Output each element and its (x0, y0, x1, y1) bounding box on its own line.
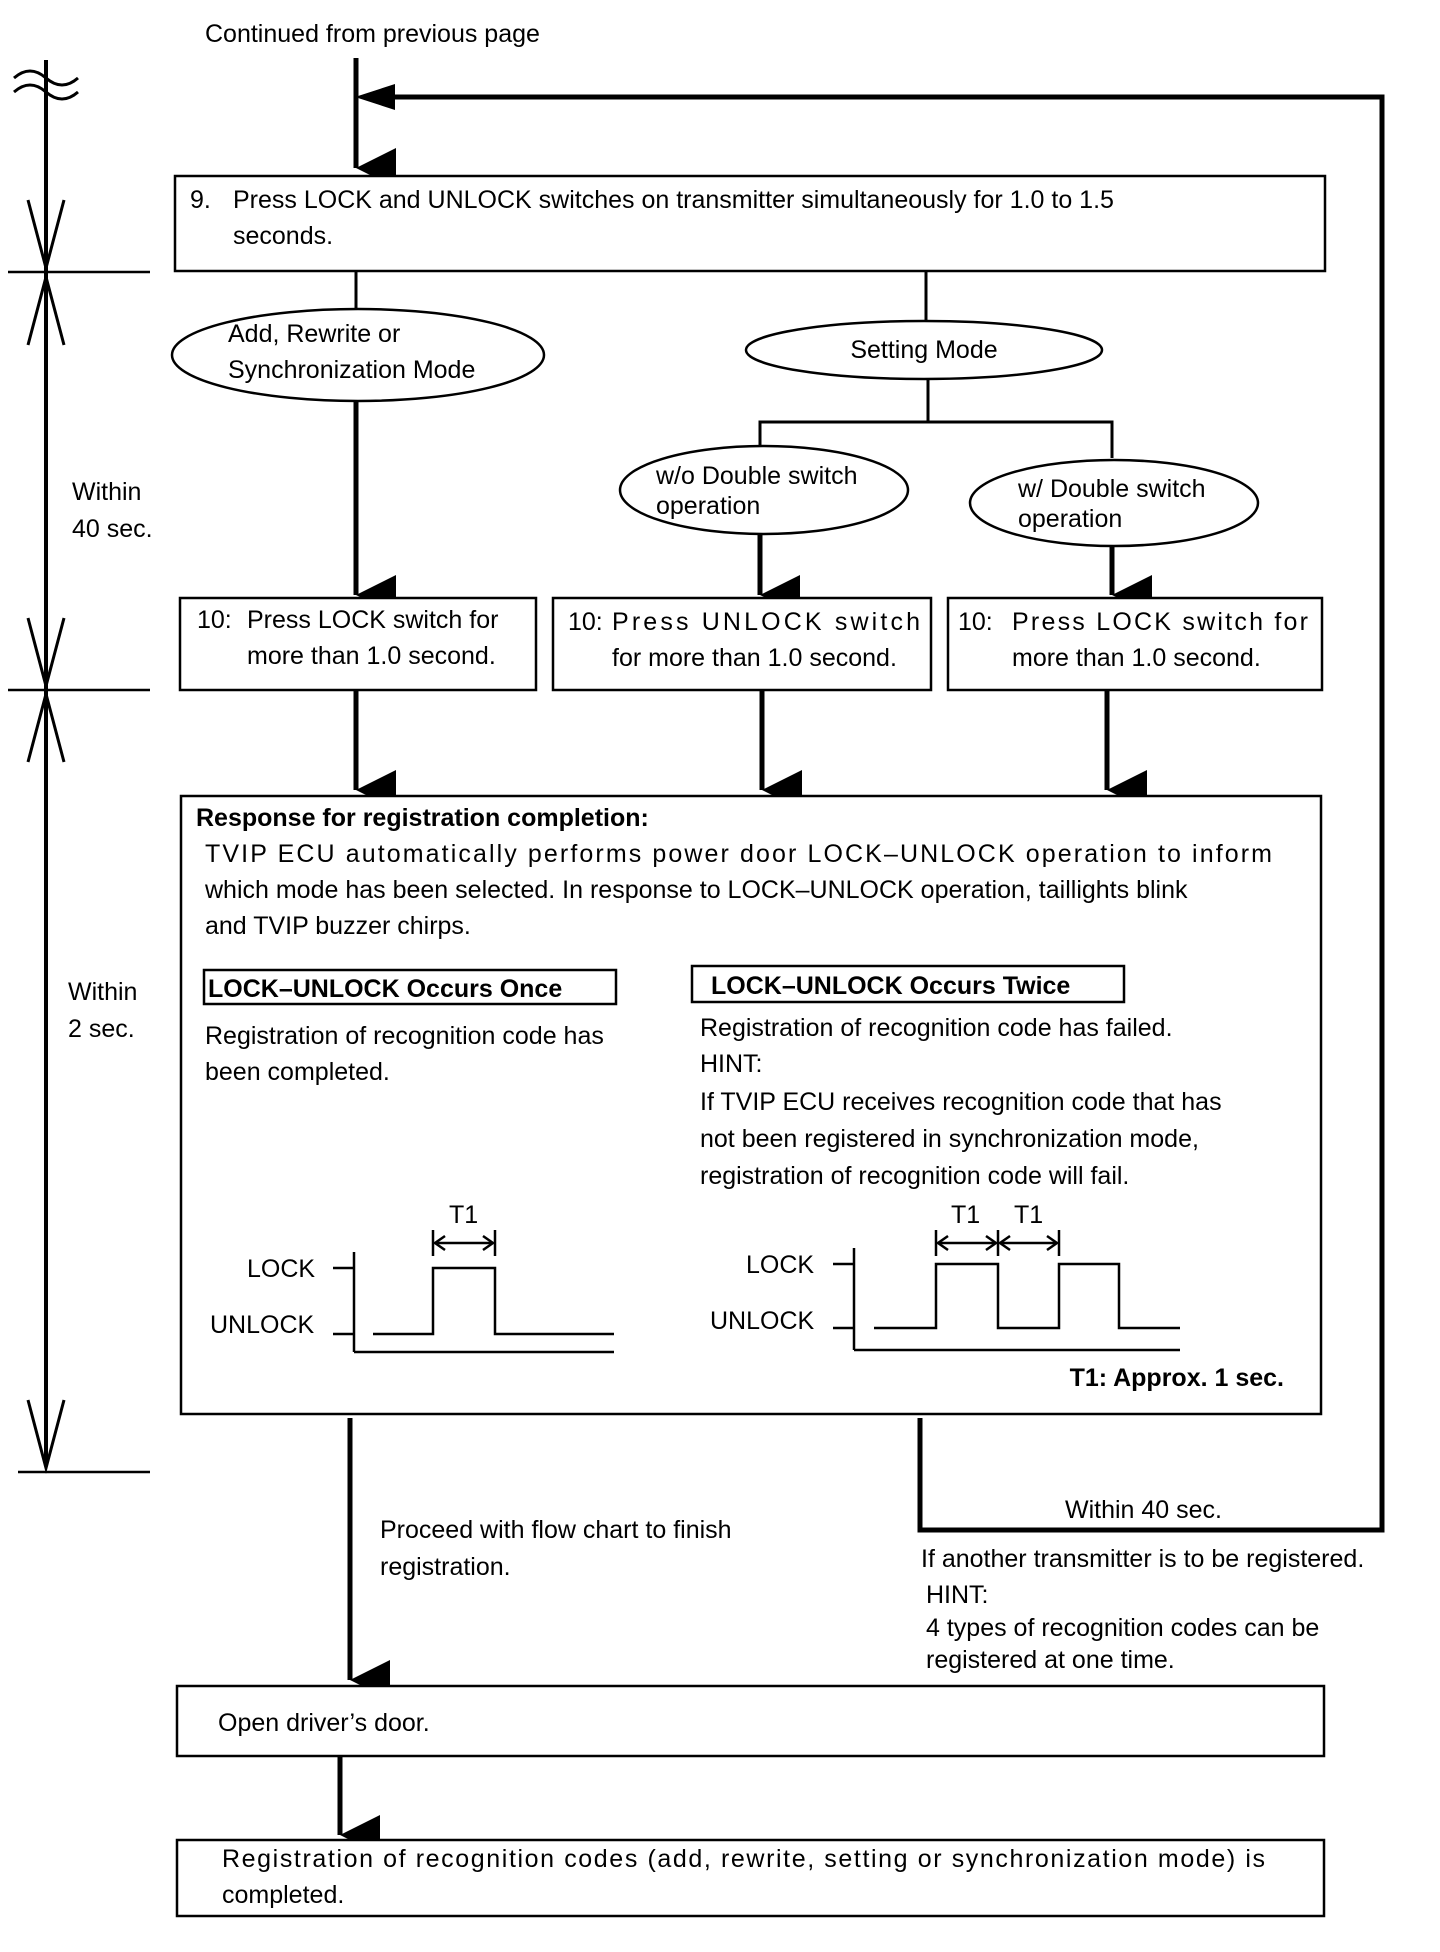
step10-mid-box: 10: Press UNLOCK switch for more than 1.… (551, 596, 933, 692)
step9-text-line2: seconds. (233, 222, 333, 250)
twice-hint-line1: If TVIP ECU receives recognition code th… (700, 1088, 1222, 1116)
once-t1-label: T1 (449, 1201, 478, 1229)
timeline-arrow-down-3 (26, 1399, 66, 1474)
after-hint-label: HINT: (926, 1581, 989, 1609)
mode-setting-ellipse: Setting Mode (744, 319, 1104, 381)
open-door-box: Open driver’s door. (175, 1684, 1326, 1758)
timeline-arrow-up-1 (26, 271, 66, 346)
final-text-line2: completed. (222, 1881, 344, 1909)
step10-right-line1: Press LOCK switch for (1012, 608, 1308, 636)
proceed-line1: Proceed with flow chart to finish (380, 1516, 732, 1544)
mode-add-rewrite-line2: Synchronization Mode (228, 356, 475, 384)
final-text-line1: Registration of recognition codes (add, … (222, 1845, 1265, 1873)
step10-left-number: 10: (197, 606, 232, 634)
mode-w-double-line2: operation (1018, 505, 1122, 533)
once-line2: been completed. (205, 1058, 390, 1086)
twice-waveform (833, 1230, 1180, 1352)
once-lock-label: LOCK (247, 1255, 315, 1283)
mode-add-rewrite-line1: Add, Rewrite or (228, 320, 400, 348)
final-box: Registration of recognition codes (add, … (175, 1838, 1326, 1918)
once-line1: Registration of recognition code has (205, 1022, 604, 1050)
within-40-loop-label: Within 40 sec. (1065, 1496, 1222, 1524)
response-desc-line2: which mode has been selected. In respons… (204, 876, 1188, 904)
response-title: Response for registration completion: (196, 804, 649, 832)
twice-t1-label-1: T1 (951, 1201, 980, 1229)
step10-mid-number: 10: (568, 608, 603, 636)
connectors (337, 58, 1385, 1855)
mode-add-rewrite-ellipse: Add, Rewrite or Synchronization Mode (170, 307, 546, 403)
timeline-label-40sec-2: 40 sec. (72, 515, 153, 543)
timeline-arrow-down-1 (26, 199, 66, 274)
open-door-text: Open driver’s door. (218, 1709, 430, 1737)
t1-note: T1: Approx. 1 sec. (1070, 1364, 1284, 1392)
timeline (8, 60, 150, 1474)
step10-left-box: 10: Press LOCK switch for more than 1.0 … (178, 596, 538, 692)
mode-w-double-line1: w/ Double switch (1017, 475, 1206, 503)
timeline-label-40sec: Within (72, 478, 141, 506)
mode-wo-double-ellipse: w/o Double switch operation (618, 444, 910, 536)
after-hint-line2: registered at one time. (926, 1646, 1175, 1674)
timeline-label-2sec: Within (68, 978, 137, 1006)
mode-setting-label: Setting Mode (850, 336, 997, 364)
twice-unlock-label: UNLOCK (710, 1307, 815, 1335)
timeline-arrow-down-2 (26, 617, 66, 692)
response-box: Response for registration completion: TV… (179, 794, 1323, 1416)
once-title: LOCK–UNLOCK Occurs Once (208, 975, 562, 1003)
loop-back-arrowhead (355, 84, 395, 110)
mode-w-double-ellipse: w/ Double switch operation (968, 458, 1260, 548)
continued-label: Continued from previous page (205, 20, 540, 48)
mode-wo-double-line2: operation (656, 492, 760, 520)
after-hint-line1: 4 types of recognition codes can be (926, 1614, 1319, 1642)
twice-t1-label-2: T1 (1014, 1201, 1043, 1229)
twice-lock-label: LOCK (746, 1251, 814, 1279)
twice-title: LOCK–UNLOCK Occurs Twice (711, 972, 1070, 1000)
once-waveform (333, 1230, 614, 1354)
mode-wo-double-line1: w/o Double switch (655, 462, 857, 490)
another-transmitter-label: If another transmitter is to be register… (921, 1545, 1364, 1573)
twice-line1: Registration of recognition code has fai… (700, 1014, 1173, 1042)
step10-right-line2: more than 1.0 second. (1012, 644, 1261, 672)
step9-box: 9. Press LOCK and UNLOCK switches on tra… (173, 174, 1327, 273)
step10-left-line1: Press LOCK switch for (247, 606, 498, 634)
proceed-line2: registration. (380, 1553, 511, 1581)
timeline-arrow-up-2 (26, 688, 66, 763)
response-desc-line3: and TVIP buzzer chirps. (205, 912, 471, 940)
twice-hint-line2: not been registered in synchronization m… (700, 1125, 1199, 1153)
step10-left-line2: more than 1.0 second. (247, 642, 496, 670)
step9-number: 9. (190, 186, 211, 214)
timeline-label-2sec-2: 2 sec. (68, 1015, 135, 1043)
once-unlock-label: UNLOCK (210, 1311, 315, 1339)
twice-hint-label: HINT: (700, 1050, 763, 1078)
step10-right-box: 10: Press LOCK switch for more than 1.0 … (946, 596, 1324, 692)
twice-hint-line3: registration of recognition code will fa… (700, 1162, 1129, 1190)
step10-right-number: 10: (958, 608, 993, 636)
step9-text-line1: Press LOCK and UNLOCK switches on transm… (233, 186, 1114, 214)
step10-mid-line2: for more than 1.0 second. (612, 644, 897, 672)
